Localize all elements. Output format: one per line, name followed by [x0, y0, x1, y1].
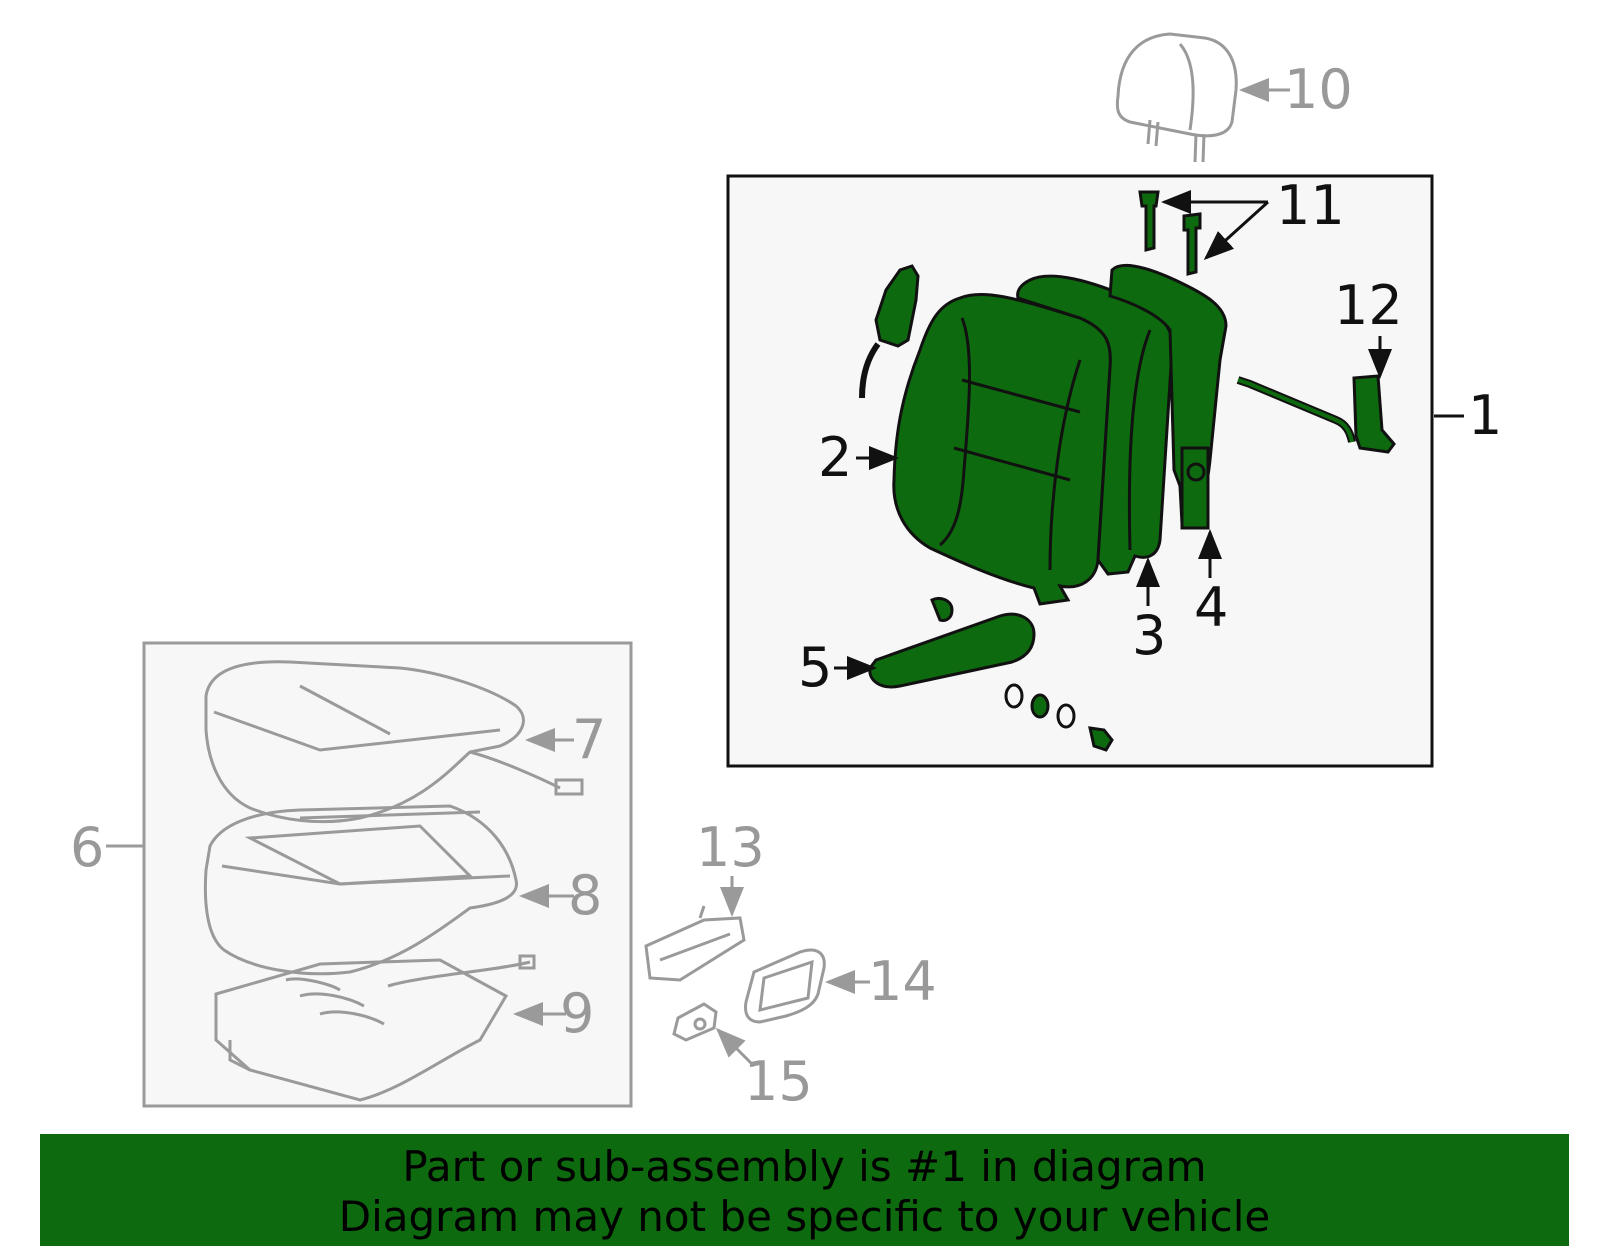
headrest-guides-part-11	[1138, 190, 1202, 276]
seatback-switch	[859, 264, 920, 399]
callout-5: 5	[798, 636, 832, 699]
assembly-6-box	[142, 641, 633, 1108]
cushion-cover-part-7	[204, 660, 584, 824]
small-switch-part-15	[672, 1002, 718, 1042]
switch-cover-part-14	[744, 948, 826, 1024]
cushion-frame-part-9	[214, 954, 536, 1102]
banner-line-2: Diagram may not be specific to your vehi…	[338, 1192, 1271, 1241]
callout-14: 14	[868, 950, 937, 1013]
recliner-part-12	[1236, 374, 1396, 454]
info-banner: Part or sub-assembly is #1 in diagram Di…	[40, 1134, 1569, 1246]
callout-7: 7	[572, 708, 606, 771]
seatback-cover-part-2	[892, 292, 1112, 606]
seat-switch-part-13	[644, 905, 746, 982]
callout-2: 2	[818, 426, 852, 489]
callout-15: 15	[744, 1050, 813, 1113]
callout-9: 9	[560, 982, 594, 1045]
callout-11: 11	[1276, 174, 1345, 237]
callout-12: 12	[1334, 274, 1403, 337]
callout-10: 10	[1284, 58, 1353, 121]
armrest-part-5	[868, 596, 1114, 752]
leader-lines	[106, 78, 1464, 1068]
callout-3: 3	[1132, 604, 1166, 667]
callout-6: 6	[70, 816, 104, 879]
headrest-part-10	[1115, 32, 1238, 163]
callout-1: 1	[1468, 384, 1502, 447]
banner-line-1: Part or sub-assembly is #1 in diagram	[402, 1142, 1207, 1191]
callout-4: 4	[1194, 576, 1228, 639]
seatback-frame-part-4	[1108, 263, 1228, 530]
callout-8: 8	[568, 864, 602, 927]
cushion-pad-part-8	[203, 804, 518, 976]
callout-13: 13	[696, 816, 765, 879]
